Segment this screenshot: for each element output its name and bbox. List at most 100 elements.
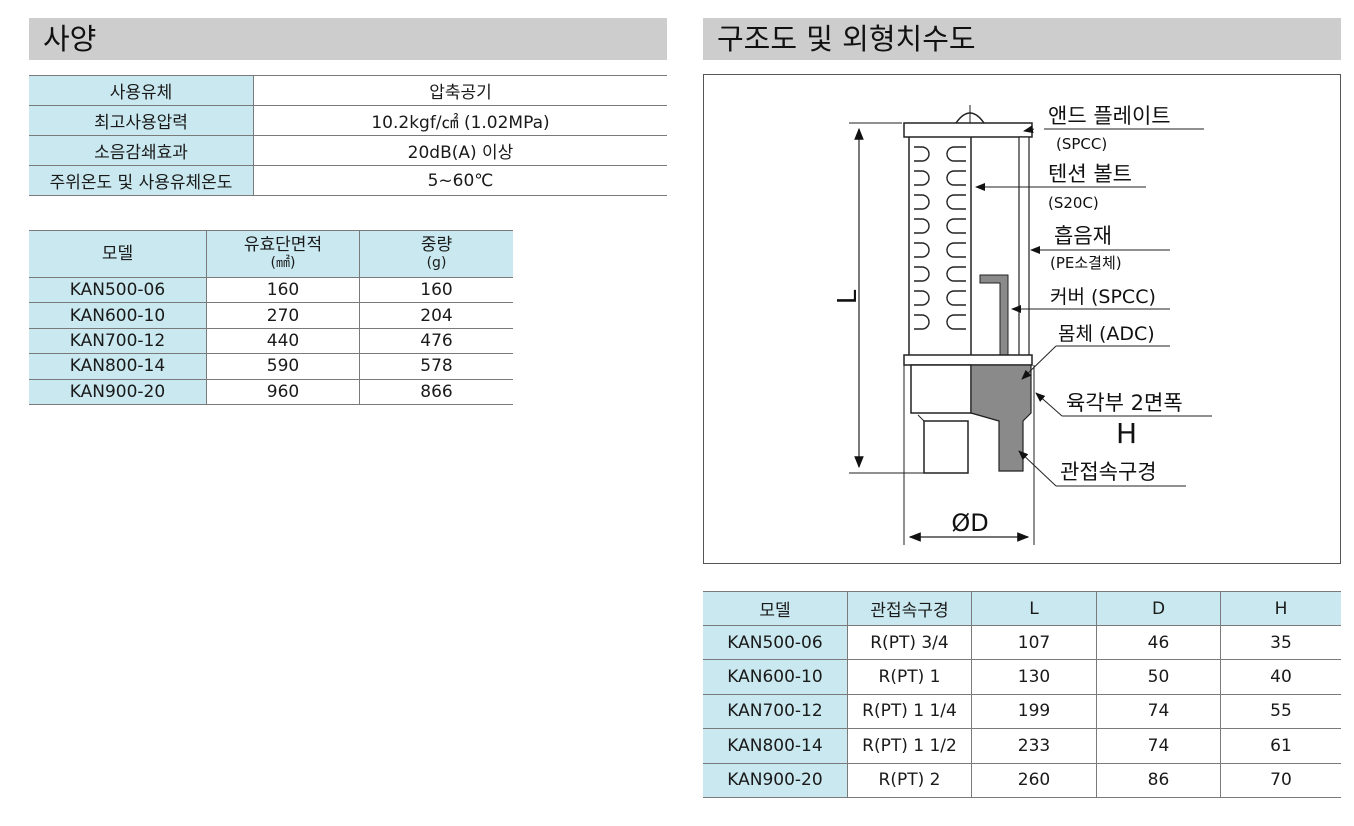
cell-l: 199 [971, 694, 1097, 730]
structure-diagram: L ØD 앤드 플레이트 (SPCC) 텐션 볼트 (S20C) 흡음재 (PE… [703, 74, 1341, 564]
spec-table: 사용유체 압축공기 최고사용압력 10.2kgf/㎠ (1.02MPa) 소음감… [29, 75, 667, 196]
cover-part [979, 274, 1009, 358]
table-row: 최고사용압력 10.2kgf/㎠ (1.02MPa) [29, 105, 667, 136]
label-absorber-mat: (PE소결체) [1050, 254, 1122, 272]
label-hex-symbol: H [1116, 417, 1137, 450]
table-header-row: 모델 유효단면적(㎟) 중량(g) [29, 230, 513, 278]
thread-part [923, 420, 969, 474]
header-area-label: 유효단면적 [243, 235, 323, 255]
table-row: 주위온도 및 사용유체온도 5~60℃ [29, 165, 667, 196]
cell-model: KAN500-06 [29, 277, 207, 304]
spec-label: 소음감쇄효과 [29, 135, 254, 166]
cell-l: 130 [971, 659, 1097, 695]
diagram-section-title: 구조도 및 외형치수도 [703, 18, 1341, 60]
hex-body [910, 364, 972, 414]
cell-d: 86 [1096, 763, 1221, 798]
label-body: 몸체 (ADC) [1058, 323, 1155, 345]
cell-port: R(PT) 3/4 [847, 625, 972, 661]
spec-value: 5~60℃ [253, 165, 667, 196]
cell-model: KAN800-14 [703, 728, 848, 764]
cell-h: 40 [1220, 659, 1341, 695]
body-part [970, 364, 1032, 472]
cell-d: 74 [1096, 728, 1221, 764]
cell-model: KAN800-14 [29, 353, 207, 380]
cell-area: 270 [206, 302, 360, 329]
dim-l-label: L [833, 289, 863, 304]
label-absorber: 흡음재 [1054, 224, 1112, 248]
cell-area: 590 [206, 353, 360, 380]
label-tension-bolt: 텐션 볼트 [1048, 162, 1132, 186]
header-model: 모델 [29, 230, 207, 278]
spec-value: 10.2kgf/㎠ (1.02MPa) [253, 105, 667, 136]
cell-l: 107 [971, 625, 1097, 661]
header-weight-label: 중량 [420, 235, 453, 255]
cell-model: KAN600-10 [29, 302, 207, 329]
dim-d-label: ØD [951, 509, 988, 537]
header-area-unit: (㎟) [270, 255, 296, 271]
cell-area: 160 [206, 277, 360, 304]
header-h: H [1220, 591, 1341, 626]
cell-port: R(PT) 1 1/2 [847, 728, 972, 764]
spec-label: 주위온도 및 사용유체온도 [29, 165, 254, 196]
table-row: 소음감쇄효과 20dB(A) 이상 [29, 135, 667, 166]
label-end-plate-mat: (SPCC) [1056, 135, 1107, 153]
cell-h: 55 [1220, 694, 1341, 730]
table-header-row: 모델 관접속구경 L D H [703, 591, 1341, 626]
label-hex: 육각부 2면폭 [1066, 391, 1183, 415]
cell-d: 74 [1096, 694, 1221, 730]
header-weight-unit: (g) [426, 255, 447, 271]
cell-port: R(PT) 2 [847, 763, 972, 798]
vent-slots [914, 146, 966, 330]
header-weight: 중량(g) [359, 230, 513, 278]
header-d: D [1096, 591, 1221, 626]
cell-weight: 160 [359, 277, 513, 304]
silencer-drawing: L ØD 앤드 플레이트 (SPCC) 텐션 볼트 (S20C) 흡음재 (PE… [833, 104, 1212, 545]
cell-model: KAN900-20 [29, 379, 207, 405]
cell-l: 233 [971, 728, 1097, 764]
cell-port: R(PT) 1 1/4 [847, 694, 972, 730]
header-area: 유효단면적(㎟) [206, 230, 360, 278]
cell-model: KAN500-06 [703, 625, 848, 661]
cell-l: 260 [971, 763, 1097, 798]
cell-d: 50 [1096, 659, 1221, 695]
label-cover: 커버 (SPCC) [1050, 286, 1156, 308]
spec-label: 최고사용압력 [29, 105, 254, 136]
header-l: L [971, 591, 1097, 626]
cell-weight: 866 [359, 379, 513, 405]
label-port: 관접속구경 [1060, 460, 1157, 484]
cell-weight: 204 [359, 302, 513, 329]
cell-h: 70 [1220, 763, 1341, 798]
label-end-plate: 앤드 플레이트 [1048, 104, 1171, 128]
cell-weight: 476 [359, 328, 513, 355]
cell-area: 440 [206, 328, 360, 355]
spec-section-title: 사양 [29, 18, 667, 60]
cell-model: KAN700-12 [29, 328, 207, 355]
spec-value: 압축공기 [253, 75, 667, 106]
label-tension-bolt-mat: (S20C) [1048, 194, 1099, 212]
spec-label: 사용유체 [29, 75, 254, 106]
absorber-column [1018, 136, 1030, 358]
cell-model: KAN900-20 [703, 763, 848, 798]
cell-port: R(PT) 1 [847, 659, 972, 695]
cell-model: KAN600-10 [703, 659, 848, 695]
cell-area: 960 [206, 379, 360, 405]
cell-h: 35 [1220, 625, 1341, 661]
cell-h: 61 [1220, 728, 1341, 764]
header-model: 모델 [703, 591, 848, 626]
end-plate [903, 122, 1033, 138]
cell-weight: 578 [359, 353, 513, 380]
spec-value: 20dB(A) 이상 [253, 135, 667, 166]
cell-d: 46 [1096, 625, 1221, 661]
